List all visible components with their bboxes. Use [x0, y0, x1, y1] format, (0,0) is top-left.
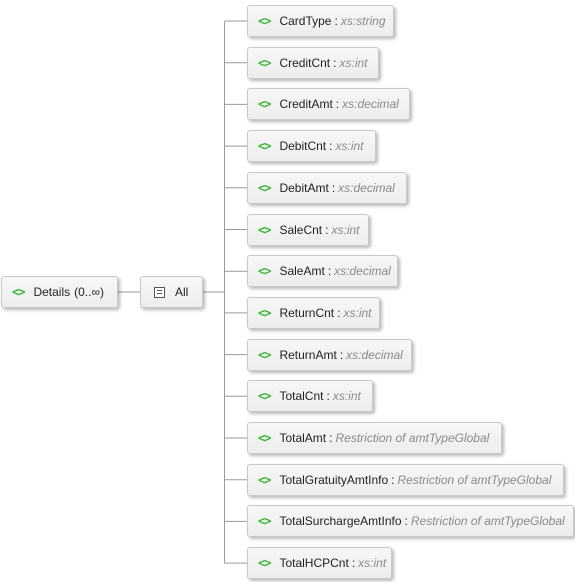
- element-type: xs:decimal: [334, 264, 391, 279]
- element-type: xs:int: [332, 389, 361, 404]
- element-node-totalhcpcnt[interactable]: <> TotalHCPCnt:xs:int: [247, 547, 392, 580]
- element-tag-icon: <>: [258, 264, 271, 279]
- element-node-creditcnt[interactable]: <> CreditCnt:xs:int: [247, 46, 379, 79]
- element-name: TotalHCPCnt: [279, 556, 349, 571]
- element-tag-icon: <>: [258, 472, 271, 487]
- element-tag-icon: <>: [258, 305, 271, 320]
- element-type: xs:decimal: [338, 180, 395, 195]
- element-node-cardtype[interactable]: <> CardType:xs:string: [247, 5, 394, 37]
- element-name: Details: [33, 285, 71, 299]
- element-cardinality: (0..∞): [74, 285, 105, 299]
- element-node-totalsurchargeamtinfo[interactable]: <> TotalSurchargeAmtInfo:Restriction of a…: [247, 505, 574, 538]
- element-node-creditamt[interactable]: <> CreditAmt:xs:decimal: [247, 88, 410, 121]
- element-name: CardType: [279, 14, 332, 28]
- element-name: ReturnCnt: [279, 305, 335, 320]
- type-separator: :: [325, 222, 329, 237]
- element-tag-icon: <>: [258, 55, 271, 70]
- type-separator: :: [351, 556, 356, 571]
- element-type: xs:int: [343, 305, 372, 320]
- element-tag-icon: <>: [258, 97, 271, 112]
- element-type: xs:int: [339, 55, 368, 70]
- element-type: Restriction of amtTypeGlobal: [397, 472, 552, 487]
- element-tag-icon: <>: [258, 514, 271, 529]
- type-separator: :: [337, 305, 341, 320]
- element-node-details[interactable]: <> Details (0..∞): [1, 276, 118, 308]
- element-name: SaleAmt: [279, 264, 325, 279]
- element-tag-icon: <>: [258, 222, 271, 237]
- element-type: Restriction of amtTypeGlobal: [410, 514, 565, 529]
- element-name: DebitCnt: [279, 139, 327, 154]
- element-node-totalgratuityamtinfo[interactable]: <> TotalGratuityAmtInfo:Restriction of am…: [247, 463, 564, 496]
- element-name: TotalSurchargeAmtInfo: [279, 514, 402, 529]
- all-compositor-icon: [154, 286, 165, 298]
- element-type: xs:string: [340, 14, 386, 28]
- element-tag-icon: <>: [258, 14, 271, 28]
- element-tag-icon: <>: [258, 556, 271, 571]
- element-name: TotalAmt: [279, 431, 327, 445]
- type-separator: :: [334, 14, 338, 28]
- type-separator: :: [333, 55, 337, 70]
- compositor-node-all[interactable]: All: [140, 276, 203, 308]
- element-name: SaleCnt: [279, 222, 323, 237]
- element-node-returncnt[interactable]: <> ReturnCnt:xs:int: [247, 296, 380, 329]
- type-separator: :: [329, 139, 333, 154]
- type-separator: :: [335, 97, 340, 112]
- type-separator: :: [326, 389, 330, 404]
- type-separator: :: [331, 180, 336, 195]
- element-type: xs:int: [331, 222, 360, 237]
- element-node-debitamt[interactable]: <> DebitAmt:xs:decimal: [247, 171, 407, 204]
- element-node-debitcnt[interactable]: <> DebitCnt:xs:int: [247, 130, 376, 163]
- element-name: CreditCnt: [279, 55, 331, 70]
- element-tag-icon: <>: [258, 431, 271, 445]
- element-type: xs:decimal: [342, 97, 399, 112]
- type-separator: :: [329, 431, 333, 445]
- type-separator: :: [391, 472, 395, 487]
- element-tag-icon: <>: [258, 180, 271, 195]
- type-separator: :: [339, 347, 344, 362]
- element-type: Restriction of amtTypeGlobal: [335, 431, 490, 445]
- element-name: CreditAmt: [279, 97, 333, 112]
- element-tag-icon: <>: [12, 285, 25, 299]
- element-node-totalamt[interactable]: <> TotalAmt:Restriction of amtTypeGlobal: [247, 422, 502, 454]
- element-tag-icon: <>: [258, 139, 271, 154]
- element-node-returnamt[interactable]: <> ReturnAmt:xs:decimal: [247, 338, 412, 371]
- element-tag-icon: <>: [258, 347, 271, 362]
- type-separator: :: [404, 514, 408, 529]
- element-type: xs:decimal: [346, 347, 403, 362]
- element-node-saleamt[interactable]: <> SaleAmt:xs:decimal: [247, 255, 398, 288]
- element-name: TotalGratuityAmtInfo: [279, 472, 389, 487]
- element-node-salecnt[interactable]: <> SaleCnt:xs:int: [247, 213, 369, 246]
- element-type: xs:int: [358, 556, 387, 571]
- element-tag-icon: <>: [258, 389, 271, 404]
- element-name: ReturnAmt: [279, 347, 337, 362]
- element-name: DebitAmt: [279, 180, 329, 195]
- element-name: TotalCnt: [279, 389, 324, 404]
- compositor-label: All: [175, 285, 189, 299]
- element-node-totalcnt[interactable]: <> TotalCnt:xs:int: [247, 380, 373, 413]
- element-type: xs:int: [335, 139, 364, 154]
- type-separator: :: [327, 264, 332, 279]
